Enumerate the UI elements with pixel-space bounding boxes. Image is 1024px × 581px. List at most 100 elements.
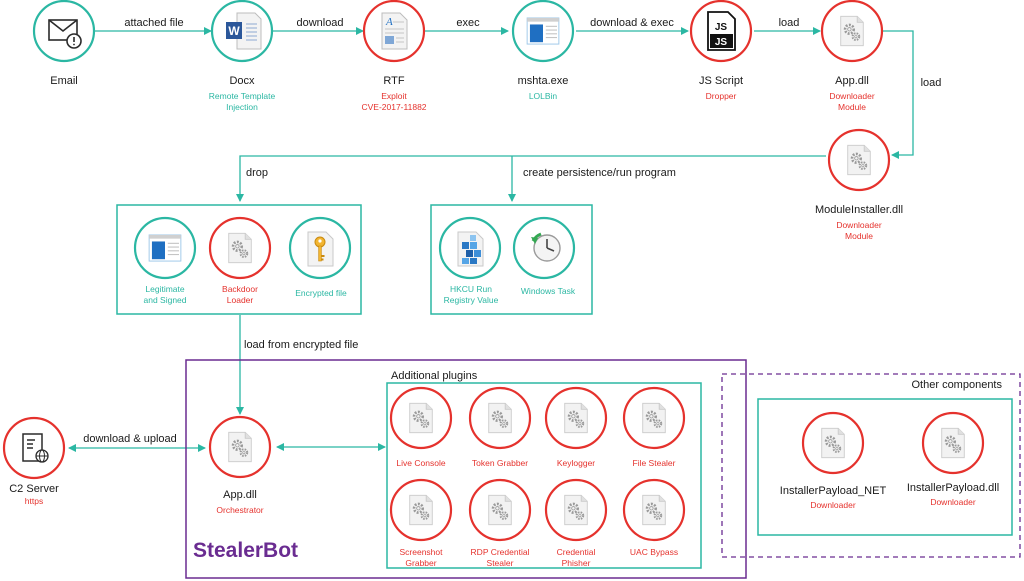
- svg-text:W: W: [228, 24, 240, 38]
- edge-label-exec: exec: [456, 17, 480, 29]
- edge-label-persistence: create persistence/run program: [523, 167, 676, 179]
- component-label: InstallerPayload.dll: [907, 482, 999, 494]
- svg-text:JS: JS: [715, 37, 728, 48]
- docx-sub-2: Injection: [226, 102, 258, 112]
- edge-label-load-from-encrypted: load from encrypted file: [244, 339, 358, 351]
- plugin-label: Keylogger: [557, 458, 595, 468]
- gear-file-icon: [839, 15, 865, 47]
- node-mshta: mshta.exe LOLBin: [511, 0, 575, 101]
- module-installer-sub-1: Downloader: [836, 220, 882, 230]
- server-icon: [22, 433, 49, 463]
- gear-file-icon: [563, 402, 589, 434]
- plugin-credential-phisher: Credential Phisher: [544, 478, 608, 568]
- plugin-label: File Stealer: [633, 458, 676, 468]
- plugin-uac-bypass: UAC Bypass: [622, 478, 686, 557]
- plugin-label-2: Stealer: [487, 558, 514, 568]
- plugin-label: Screenshot: [400, 547, 444, 557]
- plugin-label: Credential: [557, 547, 596, 557]
- rtf-sub-2: CVE-2017-11882: [361, 102, 426, 112]
- gear-file-icon: [641, 494, 667, 526]
- gear-file-icon: [563, 494, 589, 526]
- c2-label: C2 Server: [9, 483, 59, 495]
- edge-label-download: download: [296, 17, 343, 29]
- key-icon: [307, 231, 334, 267]
- edge-label-load-2: load: [921, 77, 942, 89]
- c2-sub: https: [25, 496, 43, 506]
- hkcu-sub-1: HKCU Run: [450, 284, 492, 294]
- backdoor-sub-1: Backdoor: [222, 284, 258, 294]
- legit-sub-1: Legitimate: [145, 284, 184, 294]
- registry-icon: [457, 231, 484, 267]
- mshta-label: mshta.exe: [518, 75, 569, 87]
- gear-file-icon: [408, 494, 434, 526]
- plugin-keylogger: Keylogger: [544, 386, 608, 468]
- gear-file-icon: [820, 427, 846, 459]
- envelope-icon: [48, 19, 82, 49]
- other-components-title: Other components: [912, 379, 1003, 391]
- app-dll-downloader-sub-2: Module: [838, 102, 866, 112]
- plugin-label: RDP Credential: [471, 547, 530, 557]
- component-sub: Downloader: [930, 497, 976, 507]
- module-installer-label: ModuleInstaller.dll: [815, 204, 903, 216]
- legit-sub-2: and Signed: [143, 295, 186, 305]
- plugin-file-stealer: File Stealer: [622, 386, 686, 468]
- edge-label-download-upload: download & upload: [83, 433, 177, 445]
- node-encrypted-file: Encrypted file: [288, 216, 352, 298]
- edge-label-download-exec: download & exec: [590, 17, 674, 29]
- gear-file-icon: [487, 494, 513, 526]
- app-dll-downloader-label: App.dll: [835, 75, 869, 87]
- plugin-label: Live Console: [396, 458, 445, 468]
- plugin-rdp-credential-stealer: RDP Credential Stealer: [468, 478, 532, 568]
- gear-file-icon: [227, 232, 253, 264]
- docx-label: Docx: [229, 75, 255, 87]
- plugins-title: Additional plugins: [391, 370, 478, 382]
- mshta-sub: LOLBin: [529, 91, 558, 101]
- clock-icon: [531, 232, 561, 262]
- docx-sub-1: Remote Template: [209, 91, 276, 101]
- task-sub: Windows Task: [521, 286, 576, 296]
- js-label: JS Script: [699, 75, 743, 87]
- word-document-icon: W: [226, 12, 262, 50]
- edge-label-attached-file: attached file: [124, 17, 183, 29]
- component-sub: Downloader: [810, 500, 856, 510]
- svg-text:A: A: [385, 16, 393, 28]
- plugin-live-console: Live Console: [389, 386, 453, 468]
- persistence-box: [430, 204, 593, 315]
- node-backdoor-loader: Backdoor Loader: [208, 216, 272, 305]
- orchestrator-sub: Orchestrator: [216, 505, 263, 515]
- plugin-label-2: Phisher: [562, 558, 591, 568]
- svg-text:JS: JS: [715, 22, 728, 33]
- gear-file-icon: [487, 402, 513, 434]
- component-installerpayload-net: InstallerPayload_NET Downloader: [780, 411, 887, 510]
- window-app-icon: [148, 234, 182, 262]
- backdoor-sub-2: Loader: [227, 295, 254, 305]
- rtf-document-icon: A: [381, 12, 408, 50]
- rtf-sub-1: Exploit: [381, 91, 407, 101]
- encrypted-sub: Encrypted file: [295, 288, 347, 298]
- node-orchestrator: App.dll Orchestrator: [208, 415, 272, 515]
- plugins-box: [386, 382, 702, 569]
- orchestrator-label: App.dll: [223, 489, 257, 501]
- other-components-box: [757, 398, 1013, 536]
- plugin-label: UAC Bypass: [630, 547, 678, 557]
- component-label: InstallerPayload_NET: [780, 485, 887, 497]
- component-installerpayload-dll: InstallerPayload.dll Downloader: [907, 411, 999, 507]
- node-windows-task: Windows Task: [512, 216, 576, 296]
- node-email: Email: [32, 0, 96, 87]
- plugin-label-2: Grabber: [405, 558, 436, 568]
- node-docx: W Docx Remote Template Injection: [209, 0, 276, 112]
- stealerbot-frame: [185, 359, 747, 579]
- node-c2-server: C2 Server https: [2, 416, 66, 506]
- other-components-frame: [721, 373, 1021, 558]
- plugin-token-grabber: Token Grabber: [468, 386, 532, 468]
- gear-file-icon: [408, 402, 434, 434]
- app-dll-downloader-sub-1: Downloader: [829, 91, 875, 101]
- module-installer-sub-2: Module: [845, 231, 873, 241]
- edge-label-load: load: [779, 17, 800, 29]
- node-js-script: JS JS JS Script Dropper: [689, 0, 753, 101]
- node-module-installer: ModuleInstaller.dll Downloader Module: [815, 128, 903, 241]
- plugin-screenshot-grabber: Screenshot Grabber: [389, 478, 453, 568]
- gear-file-icon: [940, 427, 966, 459]
- node-rtf: A RTF Exploit CVE-2017-11882: [361, 0, 427, 112]
